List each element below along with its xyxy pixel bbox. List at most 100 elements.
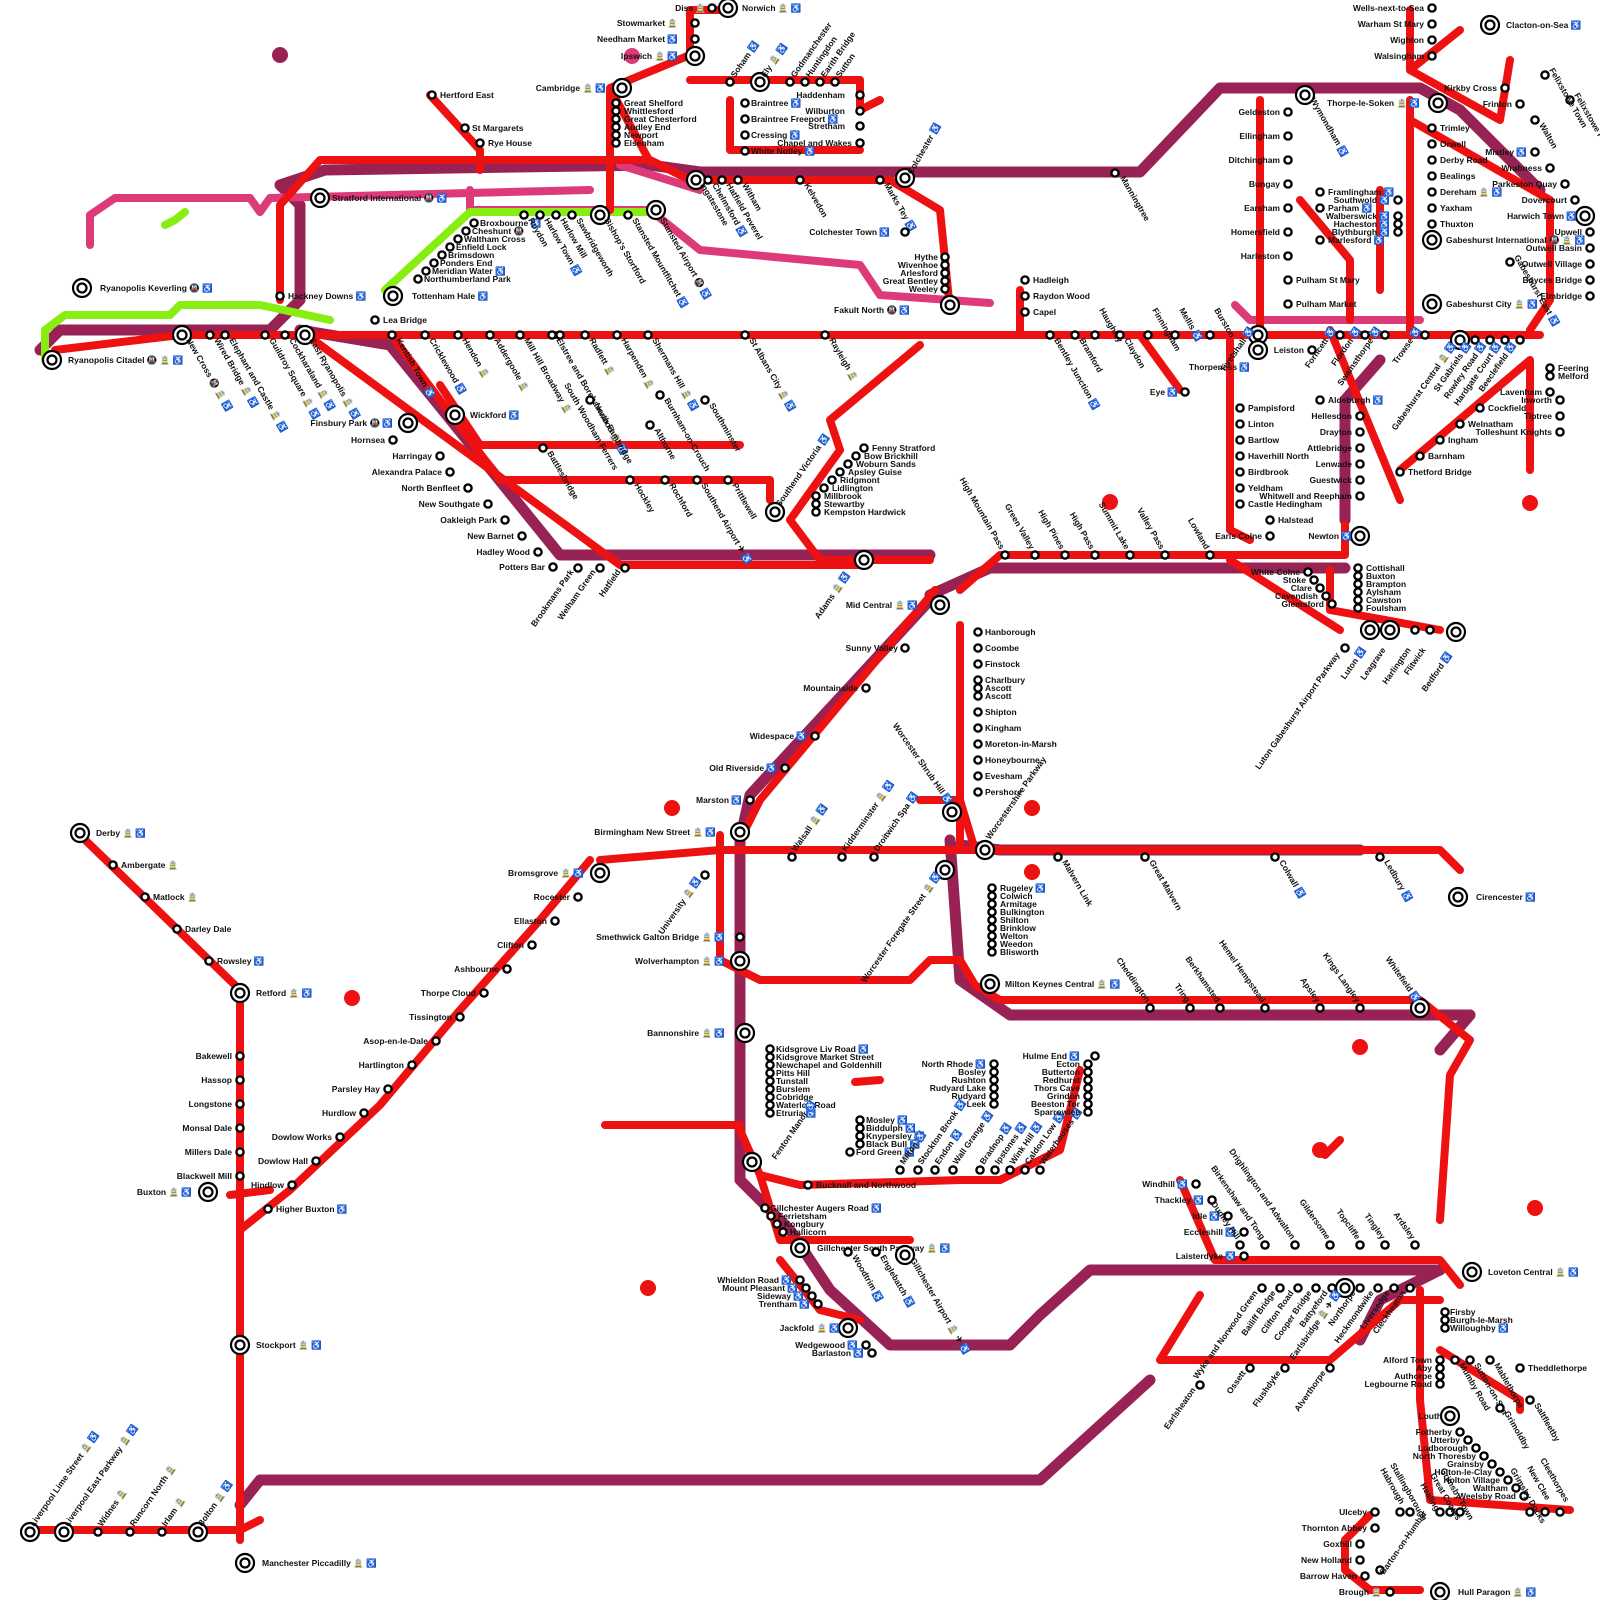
station-outwell-village[interactable]: Outwell Village (1522, 259, 1594, 269)
station-parsley-hay[interactable]: Parsley Hay (332, 1084, 392, 1094)
station-blisworth[interactable]: Blisworth (988, 947, 1038, 957)
station-hadleigh[interactable]: Hadleigh (1021, 275, 1069, 285)
station-old-riverside[interactable]: Old Riverside ♿ (709, 763, 788, 773)
station-valley-pass[interactable]: Valley Pass (1135, 506, 1168, 559)
station-ellaston[interactable]: Ellaston (514, 916, 559, 926)
station-harringay[interactable]: Harringay (392, 451, 443, 461)
station-theddlethorpe[interactable]: Theddlethorpe (1516, 1363, 1587, 1373)
station-thetford-bridge[interactable]: Thetford Bridge (1396, 467, 1472, 477)
station-clifton[interactable]: Clifton (497, 940, 536, 950)
station-weeley[interactable]: Weeley (909, 284, 949, 294)
station-rayleigh[interactable]: Rayleigh 🚊 (821, 331, 860, 383)
station-bealings[interactable]: Bealings (1428, 171, 1475, 181)
station-st-albans-city[interactable]: St Albans City 🚊 ♿ (741, 331, 797, 413)
station-colchester-town[interactable]: Colchester Town ♿ (809, 227, 908, 237)
station-kempston-hardwick[interactable]: Kempston Hardwick (812, 507, 906, 517)
station-flushdyke[interactable]: Flushdyke (1250, 1364, 1288, 1408)
station-derby[interactable]: Derby 🚊 ♿ (71, 824, 146, 842)
station-upwell[interactable]: Upwell (1555, 227, 1594, 237)
station-ossett[interactable]: Ossett (1224, 1364, 1253, 1395)
station-pulham-market[interactable]: Pulham Market (1284, 299, 1356, 309)
station-chapel-wakes[interactable]: Chapel and Wakes (777, 138, 863, 148)
station-ryanopolis-keverling[interactable]: Ryanopolis Keverling 🚇 ♿ (73, 279, 213, 297)
station-evesham[interactable]: Evesham (974, 771, 1022, 781)
station-tolleshunt-knights[interactable]: Tolleshunt Knights (1476, 427, 1564, 437)
station-mistley[interactable]: Mistley ♿ (1485, 147, 1538, 157)
station-earlsheaton[interactable]: Earlsheaton (1162, 1381, 1204, 1431)
station-topcliffe[interactable]: Topcliffe (1334, 1207, 1363, 1249)
station-harleston[interactable]: Harleston (1241, 251, 1292, 261)
station-moreton[interactable]: Moreton-in-Marsh (974, 739, 1056, 749)
station-ellingham[interactable]: Ellingham (1239, 131, 1291, 141)
station-earsham[interactable]: Earsham (1244, 203, 1292, 213)
station-gabeshurst-city[interactable]: Gabeshurst City 🚊 ♿ (1423, 295, 1538, 313)
station-bannonshire[interactable]: Bannonshire 🚊 ♿ (647, 1024, 754, 1042)
station-rocester[interactable]: Rocester (534, 892, 582, 902)
station-loveton-central[interactable]: Loveton Central 🚊 ♿ (1463, 1263, 1579, 1281)
station-newton[interactable]: Newton ♿ (1308, 527, 1369, 545)
station-potters-bar[interactable]: Potters Bar (499, 562, 556, 572)
station-aldeburgh[interactable]: Aldeburgh ♿ (1316, 395, 1383, 405)
station-diss[interactable]: Diss 🚊 (675, 3, 716, 13)
station-dovercourt[interactable]: Dovercourt (1522, 195, 1579, 205)
station-milton-keynes[interactable]: Milton Keynes Central 🚊 ♿ (981, 975, 1121, 993)
station-drayton[interactable]: Drayton (1320, 427, 1364, 437)
station-manchester-piccadilly[interactable]: Manchester Piccadilly 🚊 ♿ (236, 1554, 377, 1572)
station-geldeston[interactable]: Geldeston (1238, 107, 1291, 117)
station-ardsley[interactable]: Ardsley (1391, 1210, 1418, 1249)
station-cockfield[interactable]: Cockfield (1476, 403, 1526, 413)
station-legbourne[interactable]: Legbourne Road (1364, 1379, 1443, 1389)
station-eye[interactable]: Eye ♿ (1150, 387, 1189, 397)
station-hindlow[interactable]: Hindlow (251, 1180, 296, 1190)
station-ledbury[interactable]: Ledbury ♿ (1376, 853, 1414, 903)
station-windhill[interactable]: Windhill ♿ (1142, 1179, 1200, 1189)
station-whitefield[interactable]: Whitefield ♿ (1384, 955, 1429, 1017)
station-buxton[interactable]: Buxton 🚊 ♿ (137, 1183, 217, 1201)
station-luton-airport[interactable]: Luton Gabeshurst Airport Parkway (1253, 644, 1349, 771)
station-orwell[interactable]: Orwell (1428, 139, 1466, 149)
station-bedford[interactable]: Bedford ♿ (1419, 623, 1465, 693)
station-norwich[interactable]: Norwich 🚊 ♿ (719, 0, 802, 17)
station-pampisford[interactable]: Pampisford (1236, 403, 1294, 413)
station-linton[interactable]: Linton (1236, 419, 1274, 429)
station-hellesdon[interactable]: Hellesdon (1311, 411, 1363, 421)
station-capel[interactable]: Capel (1021, 307, 1056, 317)
station-braintree-freeport[interactable]: Braintree Freeport ♿ (741, 114, 838, 124)
station-ulceby[interactable]: Ulceby (1339, 1507, 1378, 1517)
station-haverhill-north[interactable]: Haverhill North (1236, 451, 1309, 461)
station-walton[interactable]: Walton (1531, 116, 1560, 150)
station-dowlow-hall[interactable]: Dowlow Hall (258, 1156, 320, 1166)
station-parkeston-quay[interactable]: Parkeston Quay (1492, 179, 1568, 189)
station-alverthorpe[interactable]: Alverthorpe (1292, 1364, 1334, 1413)
station-braintree[interactable]: Braintree ♿ (741, 98, 801, 108)
station-cirencester[interactable]: Cirencester ♿ (1449, 888, 1536, 906)
station-new-barnet[interactable]: New Barnet (467, 531, 525, 541)
station-millers-dale[interactable]: Millers Dale (185, 1147, 244, 1157)
station-ascott-2[interactable]: Ascott (974, 691, 1011, 701)
station-st-margarets[interactable]: St Margarets (461, 123, 523, 133)
station-ditchingham[interactable]: Ditchingham (1229, 155, 1292, 165)
station-blackwell-mill[interactable]: Blackwell Mill (177, 1171, 244, 1181)
station-alford-town[interactable]: Alford Town (1383, 1355, 1444, 1365)
station-worcester-foregate[interactable]: Worcester Foregate Street 🚊 ♿ (859, 861, 954, 984)
station-kingham[interactable]: Kingham (974, 723, 1021, 733)
station-mid-central[interactable]: Mid Central 🚊 ♿ (846, 596, 949, 614)
station-kirkby-cross[interactable]: Kirkby Cross (1444, 83, 1509, 93)
station-inworth[interactable]: Inworth (1521, 395, 1563, 405)
station-dereham[interactable]: Dereham 🚊 ♿ (1428, 187, 1502, 197)
station-northumberland-park[interactable]: Northumberland Park (414, 274, 511, 284)
station-battlesbridge[interactable]: Battlesbridge (539, 444, 581, 501)
station-high-mountain-pass[interactable]: High Mountain Pass (958, 476, 1009, 559)
station-whitwell-reepham[interactable]: Whitwell and Reepham (1259, 491, 1363, 501)
station-hurdlow[interactable]: Hurdlow (322, 1108, 368, 1118)
station-hanborough[interactable]: Hanborough (974, 627, 1035, 637)
station-guestwick[interactable]: Guestwick (1309, 475, 1363, 485)
station-derby-road[interactable]: Derby Road (1428, 155, 1487, 165)
station-thuxton[interactable]: Thuxton (1428, 219, 1473, 229)
station-gildersome[interactable]: Gildersome (1298, 1197, 1334, 1249)
station-tingley[interactable]: Tingley (1362, 1211, 1388, 1248)
station-grimoldby[interactable]: Grimoldby (1496, 1404, 1532, 1451)
station-great-malvern[interactable]: Great Malvern (1141, 853, 1184, 912)
station-needham[interactable]: Needham Market ♿ (597, 34, 699, 44)
station-new-holland[interactable]: New Holland (1301, 1555, 1364, 1565)
